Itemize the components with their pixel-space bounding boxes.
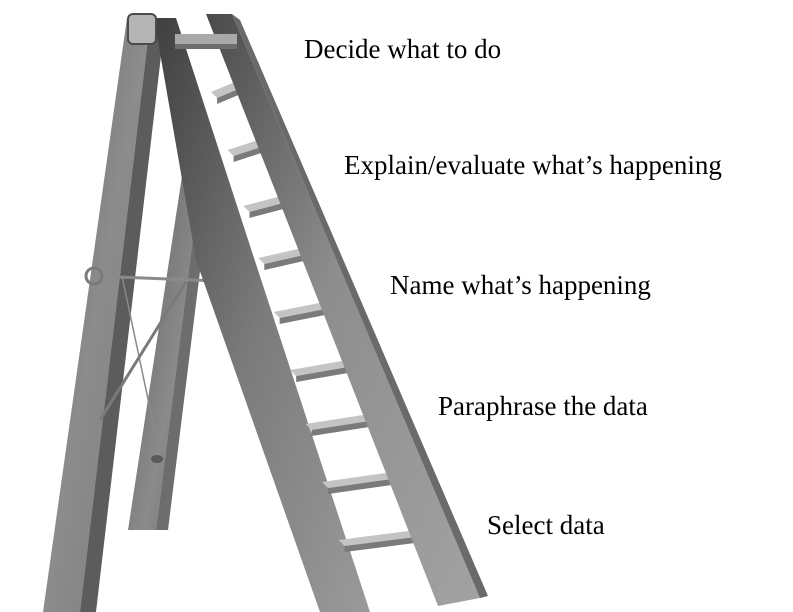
spreader-bar <box>84 266 253 463</box>
step-label-name: Name what’s happening <box>390 270 651 300</box>
step-label-explain: Explain/evaluate what’s happening <box>344 150 722 180</box>
ladder-top-cap <box>127 13 237 49</box>
step-label-paraphrase: Paraphrase the data <box>438 391 648 421</box>
step-label-select: Select data <box>487 510 605 540</box>
back-left-leg <box>43 18 164 612</box>
step-label-decide: Decide what to do <box>304 34 502 64</box>
front-right-rail <box>206 14 488 606</box>
front-left-rail <box>154 18 370 612</box>
